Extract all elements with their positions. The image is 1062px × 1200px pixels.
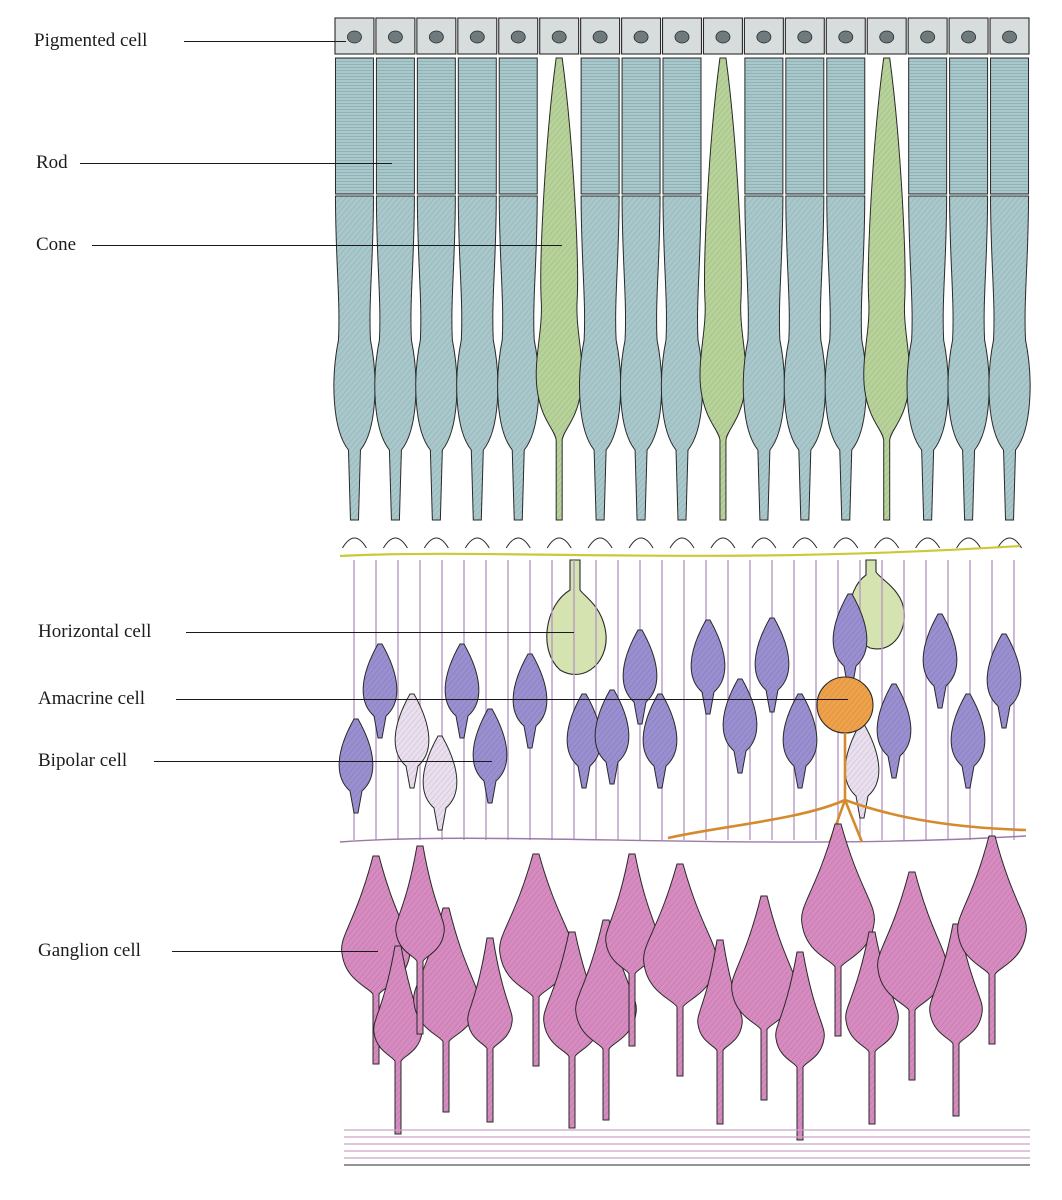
label-pigmented-cell: Pigmented cell <box>34 30 148 51</box>
leader-line-amacrine-cell <box>176 699 848 700</box>
label-horizontal-cell: Horizontal cell <box>38 621 152 642</box>
pigment-nucleus <box>347 30 362 44</box>
label-amacrine-cell: Amacrine cell <box>38 688 146 709</box>
pigmented-cell <box>621 17 662 55</box>
pigment-nucleus <box>797 30 813 44</box>
inner-plexiform-band <box>339 835 1027 843</box>
synaptic-terminal <box>751 537 777 549</box>
synaptic-terminal <box>710 537 736 549</box>
pigment-nucleus <box>879 30 895 44</box>
synaptic-terminal <box>792 537 818 549</box>
leader-line-bipolar-cell <box>154 761 492 762</box>
pigment-nucleus <box>920 30 936 44</box>
pigment-nucleus <box>838 30 854 44</box>
synaptic-terminal <box>628 537 654 549</box>
leader-line-horizontal-cell <box>186 632 574 633</box>
synaptic-terminal <box>874 537 900 549</box>
pigment-nucleus <box>510 30 526 44</box>
pigmented-cell <box>866 17 907 55</box>
pigment-nucleus <box>756 30 772 44</box>
amacrine-cell-process <box>667 733 1027 843</box>
synaptic-terminal <box>587 537 613 549</box>
pigment-nucleus <box>388 30 403 44</box>
leader-line-rod <box>80 163 392 164</box>
label-bipolar-cell: Bipolar cell <box>38 750 128 771</box>
synaptic-terminal <box>464 537 490 549</box>
leader-line-cone <box>92 245 562 246</box>
synaptic-terminal <box>956 537 982 549</box>
synaptic-terminal <box>833 537 859 549</box>
pigment-nucleus <box>674 30 690 44</box>
label-rod: Rod <box>36 152 68 173</box>
synaptic-terminal <box>423 537 449 549</box>
label-cone: Cone <box>36 234 77 255</box>
synaptic-terminal <box>546 537 572 549</box>
synaptic-terminal <box>505 537 531 549</box>
pigment-nucleus <box>715 30 731 44</box>
pigment-nucleus <box>428 30 444 44</box>
pigmented-cell <box>907 17 948 55</box>
horizontal-cell-process <box>339 544 1021 558</box>
pigment-nucleus <box>961 30 976 44</box>
pigment-nucleus <box>592 30 608 44</box>
synaptic-terminal <box>669 537 695 549</box>
leader-line-pigmented-cell <box>184 41 346 42</box>
pigment-nucleus <box>633 30 649 44</box>
label-ganglion-cell: Ganglion cell <box>38 940 141 961</box>
leader-line-ganglion-cell <box>172 951 378 952</box>
pigment-nucleus <box>551 30 567 44</box>
synaptic-terminal <box>915 537 941 549</box>
synaptic-terminal <box>342 537 367 549</box>
pigment-nucleus <box>1002 30 1017 44</box>
synaptic-terminal <box>382 537 408 549</box>
pigment-nucleus <box>469 30 485 44</box>
horizontal-cell-body <box>546 559 607 676</box>
